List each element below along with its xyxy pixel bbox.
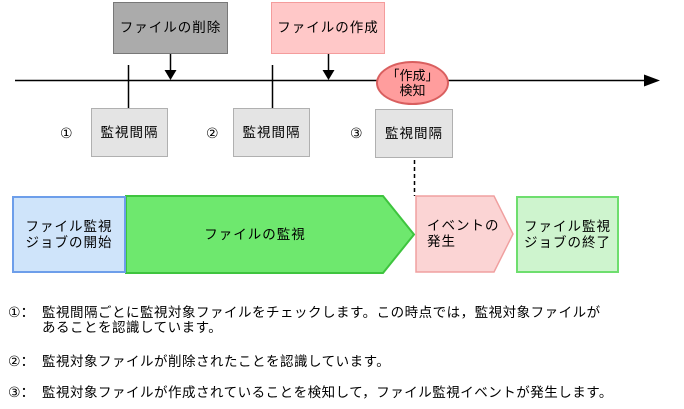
event-pentagon-shape — [415, 195, 514, 273]
footnote-3: ③： 監視対象ファイルが作成されていることを検知して，ファイル監視イベントが発生… — [8, 384, 613, 401]
interval-number-2: ② — [206, 125, 219, 141]
create-event-arrowhead-icon — [322, 70, 335, 80]
footnote-1: ①： 監視間隔ごとに監視対象ファイルをチェックします。この時点では，監視対象ファ… — [8, 304, 601, 336]
flow-job-end-box: ファイル監視 ジョブの終了 — [516, 196, 619, 273]
interval-box-2: 監視間隔 — [233, 108, 310, 157]
creation-detected-bubble: 「作成」 検知 — [376, 61, 449, 105]
interval-box-1: 監視間隔 — [91, 108, 168, 157]
delete-event-arrowhead-icon — [164, 70, 177, 80]
event-box-file-create: ファイルの作成 — [271, 2, 385, 54]
interval-box-3: 監視間隔 — [375, 109, 453, 158]
footnote-1-text: 監視間隔ごとに監視対象ファイルをチェックします。この時点では，監視対象ファイルが… — [42, 305, 601, 335]
timeline-graphics — [15, 54, 660, 274]
event-box-file-delete: ファイルの削除 — [113, 2, 228, 54]
footnote-2: ②： 監視対象ファイルが削除されたことを認識しています。 — [8, 353, 391, 370]
footnote-2-number: ②： — [8, 353, 35, 369]
flow-monitor-label: ファイルの監視 — [204, 226, 306, 242]
interval-number-3: ③ — [350, 125, 363, 141]
monitor-arrow-shape — [125, 195, 416, 274]
footnote-1-number: ①： — [8, 304, 35, 320]
footnote-3-number: ③： — [8, 384, 35, 400]
flow-job-start-box: ファイル監視 ジョブの開始 — [12, 196, 126, 273]
interval-number-1: ① — [60, 125, 73, 141]
timeline-arrowhead-icon — [644, 74, 660, 87]
footnote-2-text: 監視対象ファイルが削除されたことを認識しています。 — [42, 354, 391, 369]
footnote-3-text: 監視対象ファイルが作成されていることを検知して，ファイル監視イベントが発生します… — [42, 385, 613, 400]
flow-event-label: イベントの 発生 — [427, 218, 500, 249]
footnotes: ①： 監視間隔ごとに監視対象ファイルをチェックします。この時点では，監視対象ファ… — [0, 305, 684, 409]
